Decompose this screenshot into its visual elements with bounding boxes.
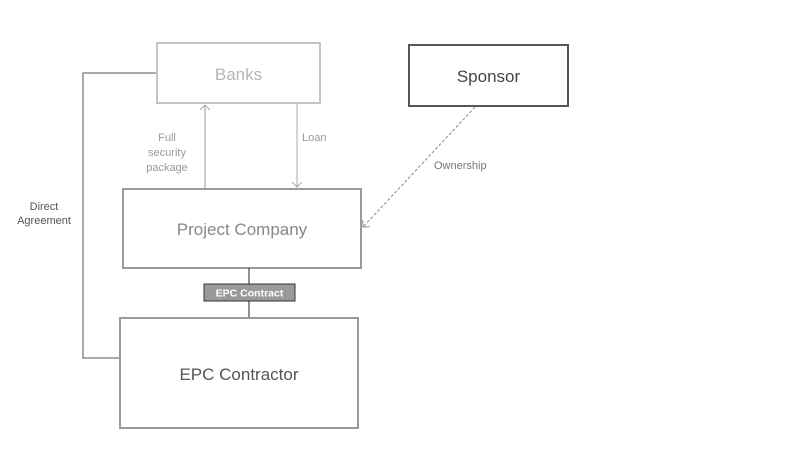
svg-text:Project Company: Project Company <box>177 220 308 239</box>
svg-text:Banks: Banks <box>215 65 262 84</box>
svg-text:EPC Contract: EPC Contract <box>216 288 284 300</box>
sponsor-node[interactable]: Sponsor <box>408 44 569 107</box>
direct-agreement-line <box>82 72 157 359</box>
project-company-node[interactable]: Project Company <box>122 188 362 269</box>
ownership-arrow <box>363 106 476 227</box>
ownership-label: Ownership <box>434 160 487 172</box>
epc-contract-label: EPC Contract <box>203 283 296 302</box>
epc-contractor-node[interactable]: EPC Contractor <box>119 317 359 429</box>
svg-text:Sponsor: Sponsor <box>457 67 521 86</box>
banks-node[interactable]: Banks <box>156 42 321 104</box>
svg-text:EPC Contractor: EPC Contractor <box>179 365 298 384</box>
loan-label: Loan <box>302 132 326 144</box>
